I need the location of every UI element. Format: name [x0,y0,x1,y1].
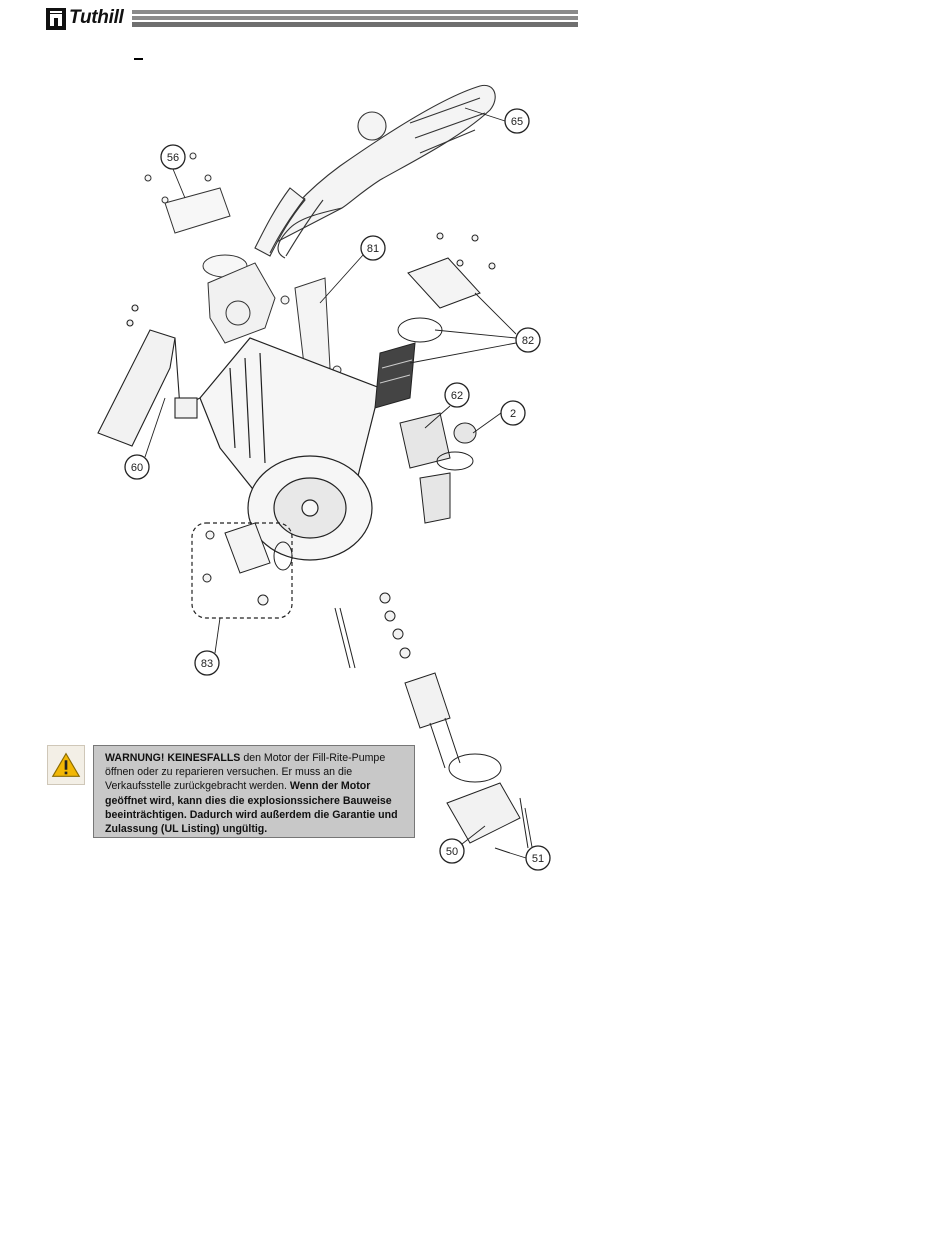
hose [269,197,324,257]
warning-emphasis: Wenn der Motor geöffnet wird, kann dies … [105,780,398,836]
page-header: Tuthill [46,6,578,34]
callout-label: 60 [131,462,143,474]
warning-text: den Motor der Fill-Rite-Pumpe öffnen ode… [105,752,386,793]
pump-housing [199,337,381,561]
warning-heading: WARNUNG! KEINESFALLS [105,752,241,764]
header-rule [132,16,578,20]
callout-label: 83 [201,658,213,670]
callout-label: 82 [522,335,534,347]
warning-icon [47,745,85,785]
rotor-stack [334,592,529,854]
header-rule [132,10,578,14]
leader-lines [144,107,533,859]
handle-60 [97,304,201,447]
tuthill-logo: Tuthill [46,6,128,32]
callout-label: 51 [532,853,544,865]
callout-62 [444,382,470,408]
warning-triangle-icon [51,752,81,777]
callout-50 [439,838,465,864]
inlet-62 [399,412,477,524]
warning-notice: WARNUNG! KEINESFALLS den Motor der Fill-… [93,745,415,838]
brand-name: Tuthill [69,7,124,28]
callout-label: 81 [367,243,379,255]
callout-82 [515,327,541,353]
callout-81 [360,235,386,261]
callout-label: 56 [167,152,179,164]
nozzle-assembly [254,84,496,259]
section-mark [134,58,143,60]
callout-label: 50 [446,846,458,858]
kit-outline [191,522,293,619]
filter-82 [374,232,496,409]
meter-block [207,262,276,344]
callout-label: 65 [511,116,523,128]
callout-label: 62 [451,390,463,402]
tuthill-logo-mark-icon [46,8,66,30]
callouts: 65 56 81 82 62 2 60 83 50 51 [124,108,551,871]
callout-83 [194,650,220,676]
callout-label: 2 [510,408,516,420]
callout-60 [124,454,150,480]
exploded-pump-diagram: 65 56 81 82 62 2 60 83 50 51 [97,84,551,871]
block-83 [202,522,293,606]
cover-56 [144,152,248,278]
header-rule [132,22,578,27]
